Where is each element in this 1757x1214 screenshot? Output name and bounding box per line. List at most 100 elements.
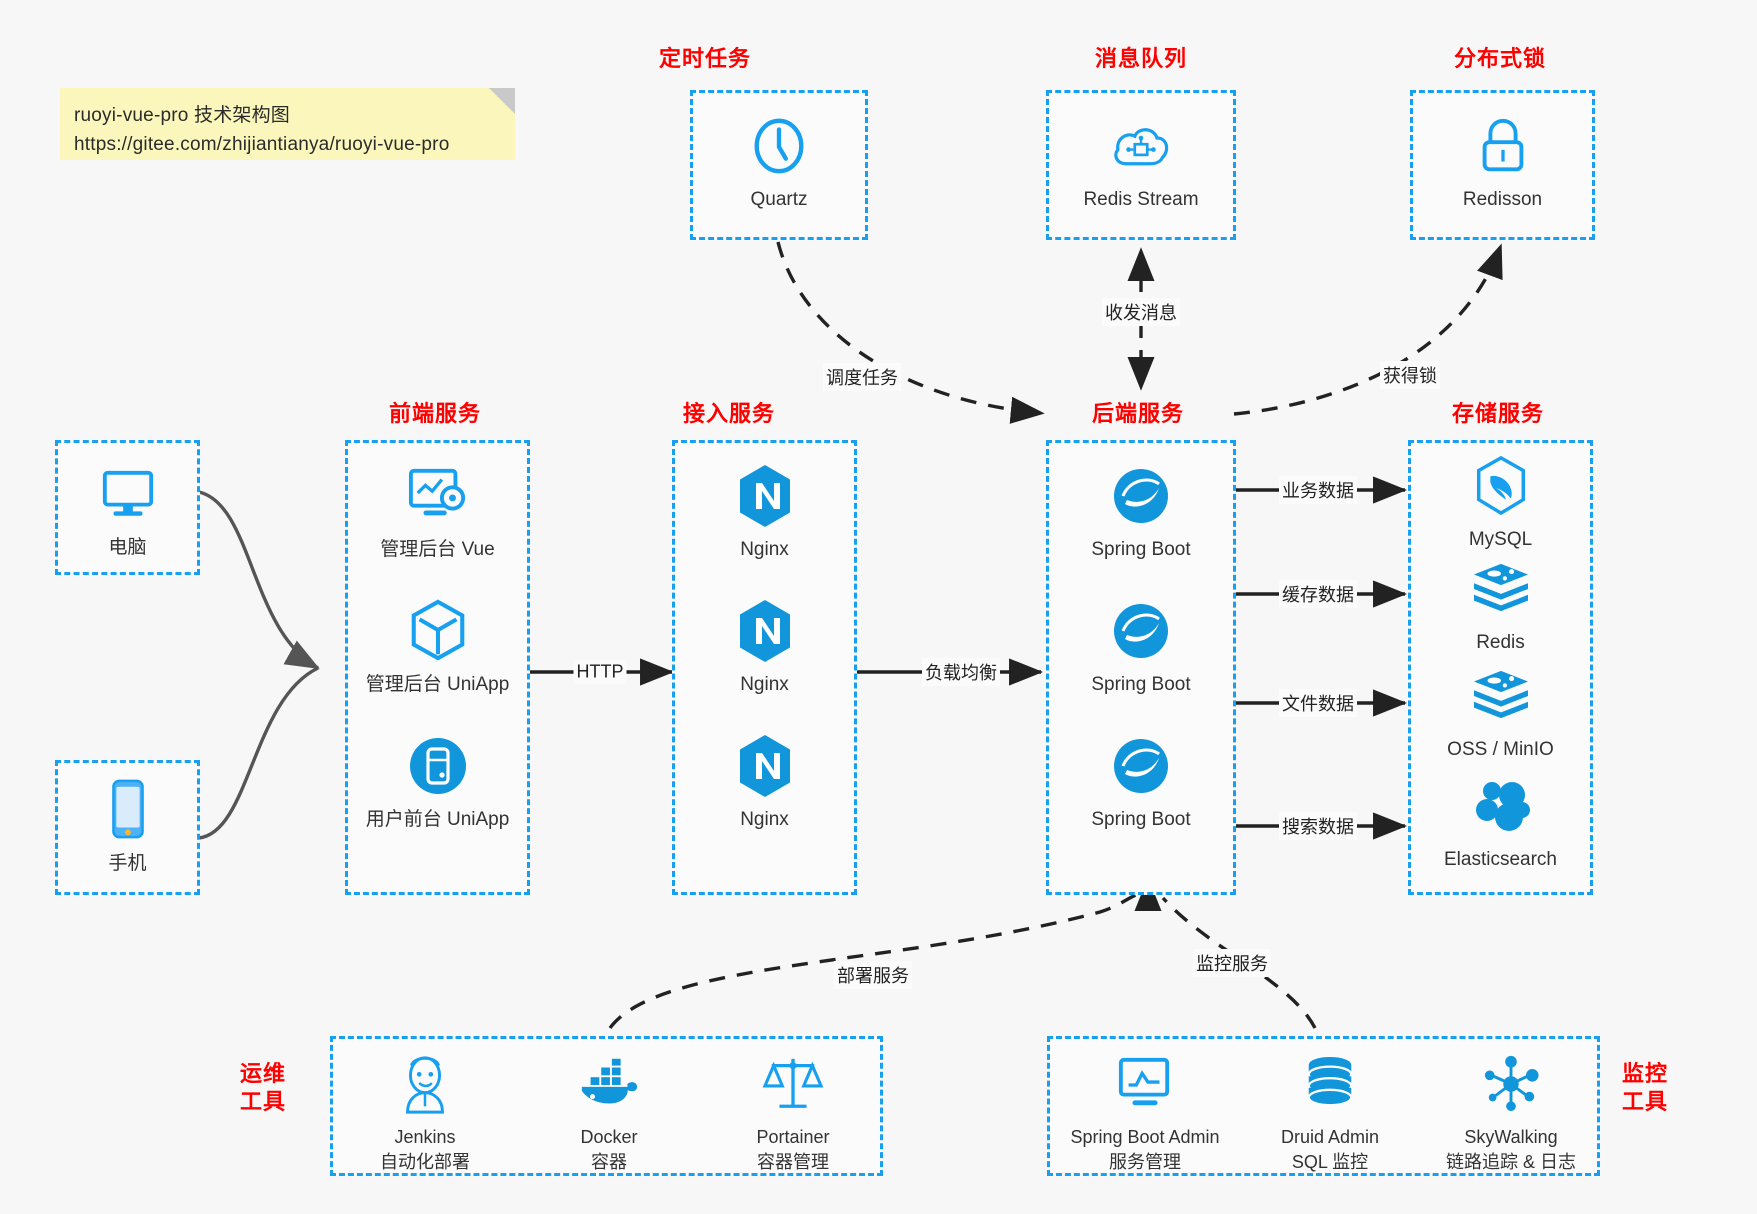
group-title-ops-tools: 运维 工具: [239, 1061, 286, 1114]
node-oss-minio[interactable]: OSS / MinIO: [1411, 663, 1590, 762]
group-box-storage: MySQL Redis: [1408, 440, 1593, 895]
node-mobile[interactable]: 手机: [58, 777, 197, 876]
node-mysql[interactable]: MySQL: [1411, 453, 1590, 552]
elasticsearch-icon: [1411, 773, 1590, 839]
group-box-client-desktop: 电脑: [55, 440, 200, 575]
edge-label-send-receive-message: 收发消息: [1102, 298, 1180, 326]
group-box-ops-tools: Jenkins 自动化部署 Docker 容器: [330, 1036, 883, 1176]
node-spring-boot-1[interactable]: Spring Boot: [1049, 463, 1233, 562]
mysql-icon: [1411, 453, 1590, 519]
node-jenkins[interactable]: Jenkins 自动化部署: [333, 1051, 517, 1175]
node-docker[interactable]: Docker 容器: [517, 1051, 701, 1175]
group-title-backend: 后端服务: [1091, 401, 1184, 426]
hexagon-cube-icon: [348, 598, 527, 664]
node-elasticsearch[interactable]: Elasticsearch: [1411, 773, 1590, 872]
desktop-monitor-icon: [58, 461, 197, 527]
group-title-monitor-tools: 监控 工具: [1621, 1061, 1668, 1114]
note-fold-corner: [489, 88, 515, 114]
node-label: 电脑: [108, 537, 147, 558]
node-label: Nginx: [740, 539, 789, 560]
node-nginx-2[interactable]: Nginx: [675, 598, 854, 697]
monitor-chart-icon: [1050, 1051, 1240, 1117]
node-nginx-3[interactable]: Nginx: [675, 733, 854, 832]
node-label: Quartz: [750, 189, 808, 210]
node-portainer[interactable]: Portainer 容器管理: [701, 1051, 885, 1175]
node-desktop[interactable]: 电脑: [58, 461, 197, 560]
edge-label-load-balance: 负载均衡: [922, 658, 1000, 686]
node-redisson[interactable]: Redisson: [1413, 113, 1592, 212]
node-admin-vue[interactable]: 管理后台 Vue: [348, 463, 527, 562]
node-druid-admin[interactable]: Druid Admin SQL 监控: [1240, 1051, 1420, 1175]
title-sticky-note: ruoyi-vue-pro 技术架构图 https://gitee.com/zh…: [60, 88, 515, 160]
node-label: Redisson: [1462, 189, 1543, 210]
node-label: Redis: [1476, 632, 1525, 653]
group-box-client-mobile: 手机: [55, 760, 200, 895]
cloud-network-icon: [1049, 113, 1233, 179]
jenkins-icon: [333, 1051, 517, 1117]
docker-icon: [517, 1051, 701, 1117]
spring-boot-icon: [1049, 463, 1233, 529]
node-label: Redis Stream: [1083, 189, 1199, 210]
node-label: 用户前台 UniApp: [365, 809, 510, 830]
node-label: Spring Boot: [1091, 674, 1191, 695]
edge-label-monitor-service: 监控服务: [1193, 949, 1271, 977]
spring-boot-icon: [1049, 598, 1233, 664]
node-label: Spring Boot: [1091, 539, 1191, 560]
edge-label-search-data: 搜索数据: [1279, 812, 1357, 840]
node-label: Spring Boot: [1091, 809, 1191, 830]
edge-ops-to-backend: [608, 877, 1162, 1030]
node-label: MySQL: [1468, 529, 1533, 550]
nginx-icon: [675, 598, 854, 664]
group-title-frontend: 前端服务: [388, 401, 481, 426]
edge-backend-to-lock: [1233, 243, 1503, 416]
group-box-gateway: Nginx Nginx Nginx: [672, 440, 857, 895]
group-title-storage: 存储服务: [1451, 401, 1544, 426]
node-label: Druid Admin SQL 监控: [1280, 1127, 1380, 1172]
node-admin-uniapp[interactable]: 管理后台 UniApp: [348, 598, 527, 697]
scales-icon: [701, 1051, 885, 1117]
group-box-backend: Spring Boot Spring Boot Spring Boot: [1046, 440, 1236, 895]
lock-icon: [1413, 113, 1592, 179]
edge-clients-to-frontend: [198, 490, 320, 840]
node-spring-boot-3[interactable]: Spring Boot: [1049, 733, 1233, 832]
edge-label-http: HTTP: [573, 660, 627, 684]
edge-label-schedule-task: 调度任务: [823, 363, 901, 391]
node-label: Nginx: [740, 674, 789, 695]
group-box-monitor-tools: Spring Boot Admin 服务管理 Druid Admin SQL 监…: [1047, 1036, 1600, 1176]
node-label: Elasticsearch: [1444, 849, 1557, 870]
mobile-app-icon: [348, 733, 527, 799]
group-box-frontend: 管理后台 Vue 管理后台 UniApp: [345, 440, 530, 895]
dashboard-settings-icon: [348, 463, 527, 529]
node-user-uniapp[interactable]: 用户前台 UniApp: [348, 733, 527, 832]
node-spring-boot-admin[interactable]: Spring Boot Admin 服务管理: [1050, 1051, 1240, 1175]
node-label: Spring Boot Admin 服务管理: [1070, 1127, 1220, 1172]
node-spring-boot-2[interactable]: Spring Boot: [1049, 598, 1233, 697]
node-redis-stream[interactable]: Redis Stream: [1049, 113, 1233, 212]
node-nginx-1[interactable]: Nginx: [675, 463, 854, 562]
database-icon: [1240, 1051, 1420, 1117]
redis-icon: [1411, 556, 1590, 622]
mobile-phone-icon: [58, 777, 197, 843]
node-label: Docker 容器: [580, 1127, 638, 1172]
node-label: Nginx: [740, 809, 789, 830]
edge-quartz-to-backend: [776, 241, 1045, 424]
group-title-gateway: 接入服务: [682, 401, 775, 426]
spring-boot-icon: [1049, 733, 1233, 799]
group-box-scheduled-task: Quartz: [690, 90, 868, 240]
nginx-icon: [675, 733, 854, 799]
clock-icon: [693, 113, 865, 179]
node-label: OSS / MinIO: [1447, 739, 1554, 760]
node-redis[interactable]: Redis: [1411, 556, 1590, 655]
node-quartz[interactable]: Quartz: [693, 113, 865, 212]
edge-label-file-data: 文件数据: [1279, 689, 1357, 717]
group-title-message-queue: 消息队列: [1094, 46, 1187, 71]
node-skywalking[interactable]: SkyWalking 链路追踪 & 日志: [1420, 1051, 1602, 1175]
edge-label-business-data: 业务数据: [1279, 476, 1357, 504]
group-title-distributed-lock: 分布式锁: [1453, 46, 1546, 71]
group-box-message-queue: Redis Stream: [1046, 90, 1236, 240]
note-text: ruoyi-vue-pro 技术架构图 https://gitee.com/zh…: [74, 105, 450, 155]
edge-label-deploy-service: 部署服务: [834, 961, 912, 989]
edge-label-acquire-lock: 获得锁: [1380, 361, 1440, 389]
nginx-icon: [675, 463, 854, 529]
node-label: 手机: [108, 853, 147, 874]
